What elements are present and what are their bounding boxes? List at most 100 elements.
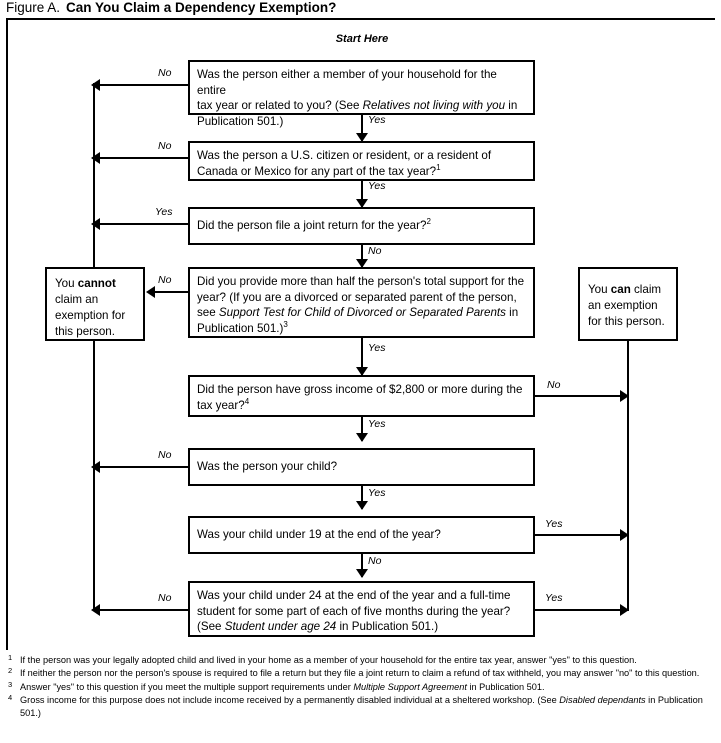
footnote-2-text: If neither the person nor the person's s… bbox=[20, 668, 700, 679]
q5-line1: Did the person have gross income of $2,8… bbox=[197, 383, 523, 396]
q2-yes-line bbox=[361, 181, 363, 207]
footnote-3-text-pre: Answer "yes" to this question if you mee… bbox=[20, 681, 354, 692]
q3-footnote-ref: 2 bbox=[426, 217, 431, 227]
q5-line2: tax year?4 bbox=[197, 396, 250, 412]
q1-ref-relatives: Relatives not living with you bbox=[362, 99, 506, 112]
q1-line2: tax year or related to you? (See Relativ… bbox=[197, 99, 518, 112]
q5-yes-line bbox=[361, 417, 363, 441]
footnote-3-text-post: in Publication 501. bbox=[466, 681, 545, 692]
q6-line1: Was the person your child? bbox=[197, 460, 338, 473]
cannot-emphasis: cannot bbox=[77, 277, 116, 290]
q4-line2: year? (If you are a divorced or separate… bbox=[197, 290, 517, 304]
decision-household-or-related[interactable]: Was the person either a member of your h… bbox=[188, 60, 535, 128]
footnote-1-number: 1 bbox=[8, 653, 13, 662]
q6-no-label: No bbox=[158, 449, 172, 461]
footnotes: 1 If the person was your legally adopted … bbox=[6, 653, 715, 720]
footnote-4-text-post: in Publication 501.) bbox=[20, 695, 703, 718]
q2-yes-label: Yes bbox=[368, 180, 386, 192]
footnote-2: 2 If neither the person nor the person's … bbox=[6, 666, 715, 679]
decision-gross-income[interactable]: Did the person have gross income of $2,8… bbox=[188, 375, 535, 417]
q2-yes-arrowhead bbox=[356, 199, 368, 208]
q4-line1: Did you provide more than half the perso… bbox=[197, 275, 525, 288]
footnote-4: 4 Gross income for this purpose does not … bbox=[6, 693, 715, 719]
q3-yes-arrowhead bbox=[91, 218, 100, 230]
q4-footnote-ref: 3 bbox=[283, 319, 288, 329]
left-rail-line bbox=[93, 83, 95, 611]
q1-no-label: No bbox=[158, 67, 172, 79]
footnote-1: 1 If the person was your legally adopted … bbox=[6, 653, 715, 666]
q8-yes-label: Yes bbox=[545, 592, 563, 604]
q1-no-line bbox=[97, 84, 188, 86]
q4-yes-line bbox=[361, 338, 363, 375]
outcome-cannot-claim[interactable]: You cannot claim an exemption for this p… bbox=[45, 267, 145, 341]
q3-yes-line bbox=[97, 223, 188, 225]
q8-no-line bbox=[97, 609, 188, 611]
q8-no-arrowhead bbox=[91, 604, 100, 616]
q5-no-arrowhead bbox=[620, 390, 629, 402]
q2-footnote-ref: 1 bbox=[436, 162, 441, 172]
footnote-4-text-pre: Gross income for this purpose does not i… bbox=[20, 695, 560, 706]
can-emphasis: can bbox=[610, 283, 631, 296]
figure-name: Can You Claim a Dependency Exemption? bbox=[66, 0, 337, 15]
q8-yes-arrowhead bbox=[620, 604, 629, 616]
chart-frame bbox=[6, 18, 715, 650]
q1-yes-arrowhead bbox=[356, 133, 368, 142]
q6-yes-arrowhead bbox=[356, 501, 368, 510]
q1-yes-label: Yes bbox=[368, 114, 386, 126]
q1-no-arrowhead bbox=[91, 79, 100, 91]
q2-line2: Canada or Mexico for any part of the tax… bbox=[197, 162, 441, 178]
q3-no-arrowhead bbox=[356, 259, 368, 268]
q4-yes-label: Yes bbox=[368, 342, 386, 354]
footnote-4-number: 4 bbox=[8, 693, 13, 703]
q2-no-arrowhead bbox=[91, 152, 100, 164]
q2-line1: Was the person a U.S. citizen or residen… bbox=[197, 149, 492, 162]
q7-yes-arrowhead bbox=[620, 529, 629, 541]
q5-no-label: No bbox=[547, 379, 561, 391]
decision-child-under-24-student[interactable]: Was your child under 24 at the end of th… bbox=[188, 581, 535, 637]
footnote-3-ref: Multiple Support Agreement bbox=[353, 681, 467, 692]
footnote-3-number: 3 bbox=[8, 679, 13, 689]
decision-joint-return[interactable]: Did the person file a joint return for t… bbox=[188, 207, 535, 245]
footnote-1-text: If the person was your legally adopted c… bbox=[20, 655, 637, 665]
q7-line1: Was your child under 19 at the end of th… bbox=[197, 528, 441, 541]
can-line3: for this person. bbox=[588, 315, 665, 328]
decision-citizen-or-resident[interactable]: Was the person a U.S. citizen or residen… bbox=[188, 141, 535, 181]
q4-line3: see Support Test for Child of Divorced o… bbox=[197, 306, 519, 319]
q3-no-label: No bbox=[368, 245, 382, 257]
figure-title: Figure A. Can You Claim a Dependency Exem… bbox=[6, 0, 336, 15]
q1-yes-line bbox=[361, 115, 363, 141]
decision-half-total-support[interactable]: Did you provide more than half the perso… bbox=[188, 267, 535, 338]
start-here-label: Start Here bbox=[335, 33, 389, 45]
q4-yes-arrowhead bbox=[356, 367, 368, 376]
q5-no-line bbox=[535, 395, 628, 397]
q7-no-line bbox=[361, 554, 363, 577]
q7-yes-label: Yes bbox=[545, 518, 563, 530]
footnote-2-number: 2 bbox=[8, 666, 13, 676]
q4-no-line bbox=[153, 291, 188, 293]
footnote-4-ref: Disabled dependants bbox=[559, 695, 646, 706]
q1-line3: Publication 501.) bbox=[197, 114, 284, 128]
q4-no-arrowhead bbox=[146, 286, 155, 298]
q6-no-arrowhead bbox=[91, 461, 100, 473]
q7-no-arrowhead bbox=[356, 569, 368, 578]
q2-no-line bbox=[97, 157, 188, 159]
cannot-line4: this person. bbox=[55, 325, 115, 338]
q8-ref-student: Student under age 24 bbox=[224, 620, 337, 633]
q5-yes-arrowhead bbox=[356, 433, 368, 442]
q3-line1: Did the person file a joint return for t… bbox=[197, 217, 431, 232]
q6-yes-line bbox=[361, 486, 363, 509]
q8-line1: Was your child under 24 at the end of th… bbox=[197, 589, 511, 602]
footnote-3: 3 Answer "yes" to this question if you me… bbox=[6, 679, 715, 693]
q7-no-label: No bbox=[368, 555, 382, 567]
can-line2: an exemption bbox=[588, 299, 658, 312]
cannot-line2: claim an bbox=[55, 293, 99, 306]
figure-label: Figure A. bbox=[6, 0, 61, 15]
q8-yes-line bbox=[535, 609, 628, 611]
decision-person-your-child[interactable]: Was the person your child? bbox=[188, 448, 535, 486]
decision-child-under-19[interactable]: Was your child under 19 at the end of th… bbox=[188, 516, 535, 554]
q8-no-label: No bbox=[158, 592, 172, 604]
outcome-can-claim[interactable]: You can claim an exemption for this pers… bbox=[578, 267, 678, 341]
q7-yes-line bbox=[535, 534, 628, 536]
q2-no-label: No bbox=[158, 140, 172, 152]
